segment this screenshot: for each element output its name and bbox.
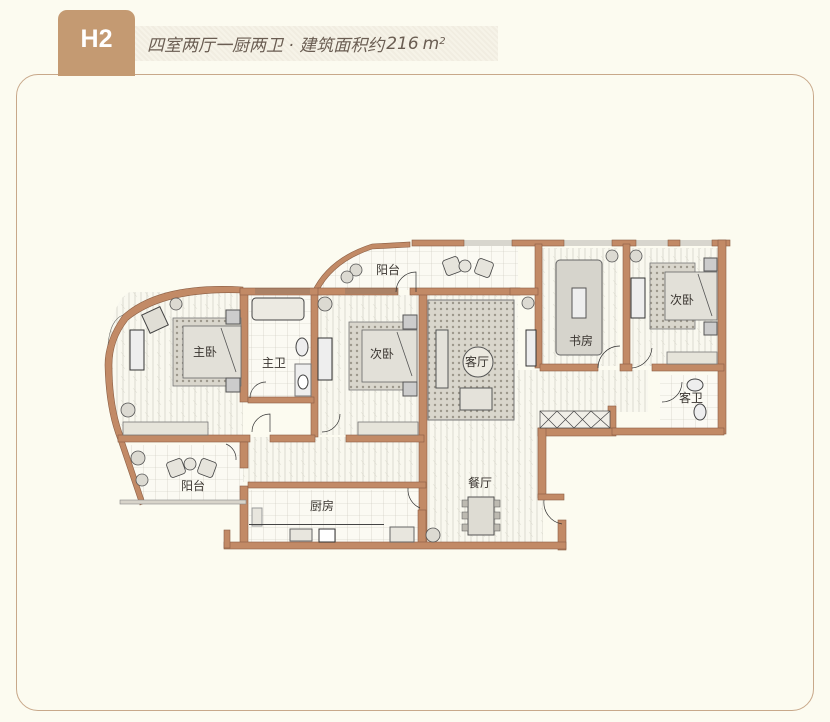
room-labels: 主卧 主卫 次卧 客厅 阳台 书房 次卧 客卫 阳台 厨房 餐厅 <box>181 262 703 513</box>
label-living-room: 客厅 <box>465 354 489 369</box>
layout-summary: 四室两厅一厨两卫 · 建筑面积约 <box>147 36 385 56</box>
furniture <box>120 249 718 543</box>
label-master-bedroom: 主卧 <box>193 345 217 359</box>
windows <box>107 240 712 346</box>
living-room-furniture <box>427 299 515 421</box>
walls <box>104 239 731 551</box>
unit-type-code: H2 <box>80 24 113 53</box>
label-master-bath: 主卫 <box>262 356 286 370</box>
label-kitchen: 厨房 <box>310 498 334 513</box>
label-study: 书房 <box>569 333 593 348</box>
area-unit-exponent: 2 <box>439 36 446 47</box>
label-second-bedroom-1: 次卧 <box>370 347 394 361</box>
dining-table <box>461 496 501 536</box>
label-balcony-top: 阳台 <box>376 262 400 277</box>
second-bed-1 <box>348 314 418 397</box>
unit-type-badge: H2 <box>58 10 135 76</box>
area-unit: m <box>422 33 440 54</box>
label-balcony-bottom: 阳台 <box>181 478 205 493</box>
area-value: 216 <box>386 33 419 54</box>
label-second-bedroom-2: 次卧 <box>670 293 694 307</box>
label-guest-bath: 客卫 <box>679 390 703 405</box>
master-bed <box>172 309 242 393</box>
label-dining-room: 餐厅 <box>468 475 492 490</box>
door-swings <box>225 271 683 525</box>
second-bed-2 <box>649 257 718 336</box>
